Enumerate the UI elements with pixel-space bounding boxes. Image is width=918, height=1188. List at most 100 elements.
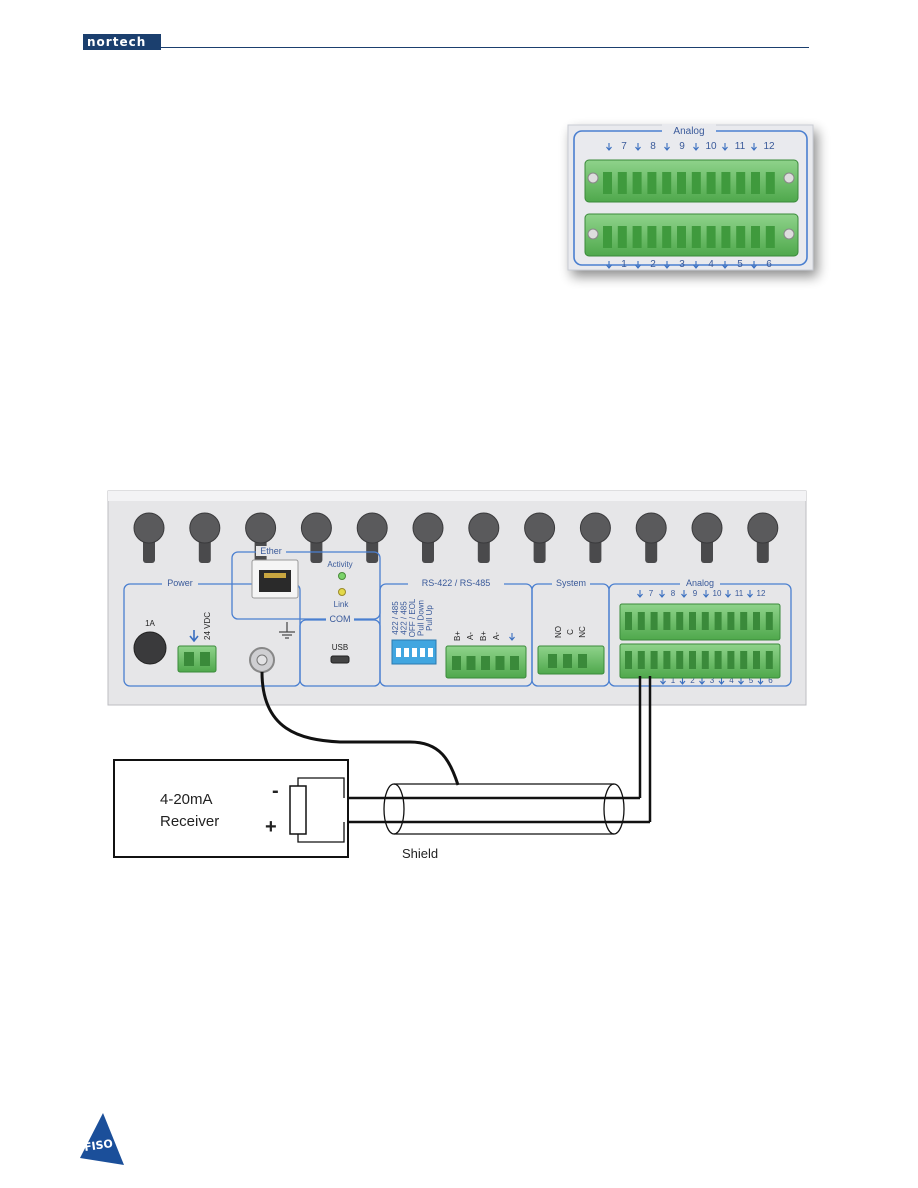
dip-lever[interactable] <box>412 648 417 657</box>
analog-ground-arrow-icon <box>681 590 687 598</box>
sensor-port[interactable] <box>691 512 723 544</box>
analog-connector-bottom[interactable] <box>619 643 781 679</box>
inset-ground-arrow-icon <box>751 261 757 269</box>
inset-pin-bottom <box>691 226 701 248</box>
sensor-port[interactable] <box>524 512 556 544</box>
inset-screw-tr <box>783 172 795 184</box>
rs-terminal-label: A- <box>492 632 501 640</box>
inset-pin-top <box>662 172 672 194</box>
analog-top-label: 10 <box>713 589 722 598</box>
analog-top-label: 11 <box>735 589 744 598</box>
inset-pin-bottom <box>765 226 775 248</box>
rs-pin <box>481 656 490 670</box>
sensor-ports <box>133 512 779 563</box>
sensor-port[interactable] <box>245 512 277 544</box>
analog-ground-arrow-icon <box>703 590 709 598</box>
cable-end-left <box>383 783 405 835</box>
section-com: COM <box>330 614 351 624</box>
sensor-port[interactable] <box>635 512 667 544</box>
dip-lever[interactable] <box>420 648 425 657</box>
analog-ground-arrow-icon <box>659 590 665 598</box>
sensor-port[interactable] <box>133 512 165 544</box>
analog-pin-bottom <box>676 651 684 669</box>
power-label: 24 VDC <box>203 612 212 640</box>
inset-pin-top <box>706 172 716 194</box>
inset-ground-arrow-icon <box>751 143 757 151</box>
ground-lug-center <box>256 654 268 666</box>
link-led <box>338 588 346 596</box>
inset-ground-arrow-icon <box>635 261 641 269</box>
sensor-port[interactable] <box>579 512 611 544</box>
inset-pin-top <box>677 172 686 194</box>
analog-top-label: 12 <box>757 589 766 598</box>
inset-screw-tl <box>587 172 599 184</box>
dip-levers <box>396 648 433 657</box>
analog-pin-top <box>740 612 748 630</box>
fuse-label: 1A <box>145 619 155 628</box>
inset-title-bg <box>662 124 716 136</box>
system-pin <box>548 654 557 668</box>
dip-label: Pull Up <box>425 605 434 631</box>
fiso-triangle <box>80 1113 124 1165</box>
rs-pin <box>495 656 505 670</box>
inset-pin-top <box>617 172 627 194</box>
fuse-holder[interactable] <box>133 631 167 665</box>
analog-bottom-label: 6 <box>768 676 773 685</box>
sensor-port[interactable] <box>468 512 500 544</box>
inset-bottom-label: 6 <box>766 259 772 270</box>
analog-pin-bottom <box>637 651 645 669</box>
analog-connector-top[interactable] <box>619 603 781 641</box>
inset-pin-top <box>736 172 746 194</box>
sensor-port[interactable] <box>189 512 221 544</box>
sensor-port[interactable] <box>747 512 779 544</box>
sensor-port[interactable] <box>356 512 388 544</box>
analog-pin-top <box>625 612 632 630</box>
sensor-port[interactable] <box>412 512 444 544</box>
inset-top-label: 10 <box>705 141 717 152</box>
inset-pin-bottom <box>617 226 627 248</box>
analog-pin-bottom <box>765 651 773 669</box>
analog-ground-arrow-icon <box>725 590 731 598</box>
device-panel: Power Ether COM RS-422 / RS-485 System A… <box>107 490 807 706</box>
rs-terminal-label: B+ <box>453 631 462 641</box>
section-rs: RS-422 / RS-485 <box>422 578 491 588</box>
analog-pin-top <box>676 612 684 630</box>
inset-pin-bottom <box>736 226 746 248</box>
rs-pins <box>452 656 519 670</box>
inset-ground-arrow-icon <box>635 143 641 151</box>
analog-pin-bottom <box>689 651 696 669</box>
dip-lever[interactable] <box>396 648 401 657</box>
sensor-port[interactable] <box>300 512 332 544</box>
dip-lever[interactable] <box>404 648 409 657</box>
inset-ground-arrow-icon <box>693 143 699 151</box>
inset-screw-br <box>783 228 795 240</box>
fiso-text: FISO <box>83 1137 113 1154</box>
analog-pin-top <box>650 612 658 630</box>
inset-pin-top <box>721 172 731 194</box>
power-connector[interactable] <box>177 645 217 673</box>
inset-pin-bottom <box>662 226 672 248</box>
inset-bottom-label: 1 <box>621 259 627 270</box>
analog-pin-bottom <box>663 651 671 669</box>
system-terminal-label: NC <box>578 626 587 638</box>
analog-ground-arrow-icon <box>637 590 643 598</box>
dip-label: OFF / EOL <box>408 598 417 637</box>
ground-symbol-icon <box>279 622 295 639</box>
usb-port[interactable] <box>330 655 350 664</box>
analog-pins <box>625 612 773 669</box>
cable-sheath <box>394 783 614 835</box>
inset-ground-arrow-icon <box>722 261 728 269</box>
dip-lever[interactable] <box>428 648 433 657</box>
inset-pin-top <box>632 172 642 194</box>
nortech-logo-text: nortech <box>87 35 147 49</box>
section-analog: Analog <box>686 578 714 588</box>
inset-pins <box>603 172 775 248</box>
inset-pin-bottom <box>647 226 657 248</box>
receiver-resistor <box>289 785 307 835</box>
